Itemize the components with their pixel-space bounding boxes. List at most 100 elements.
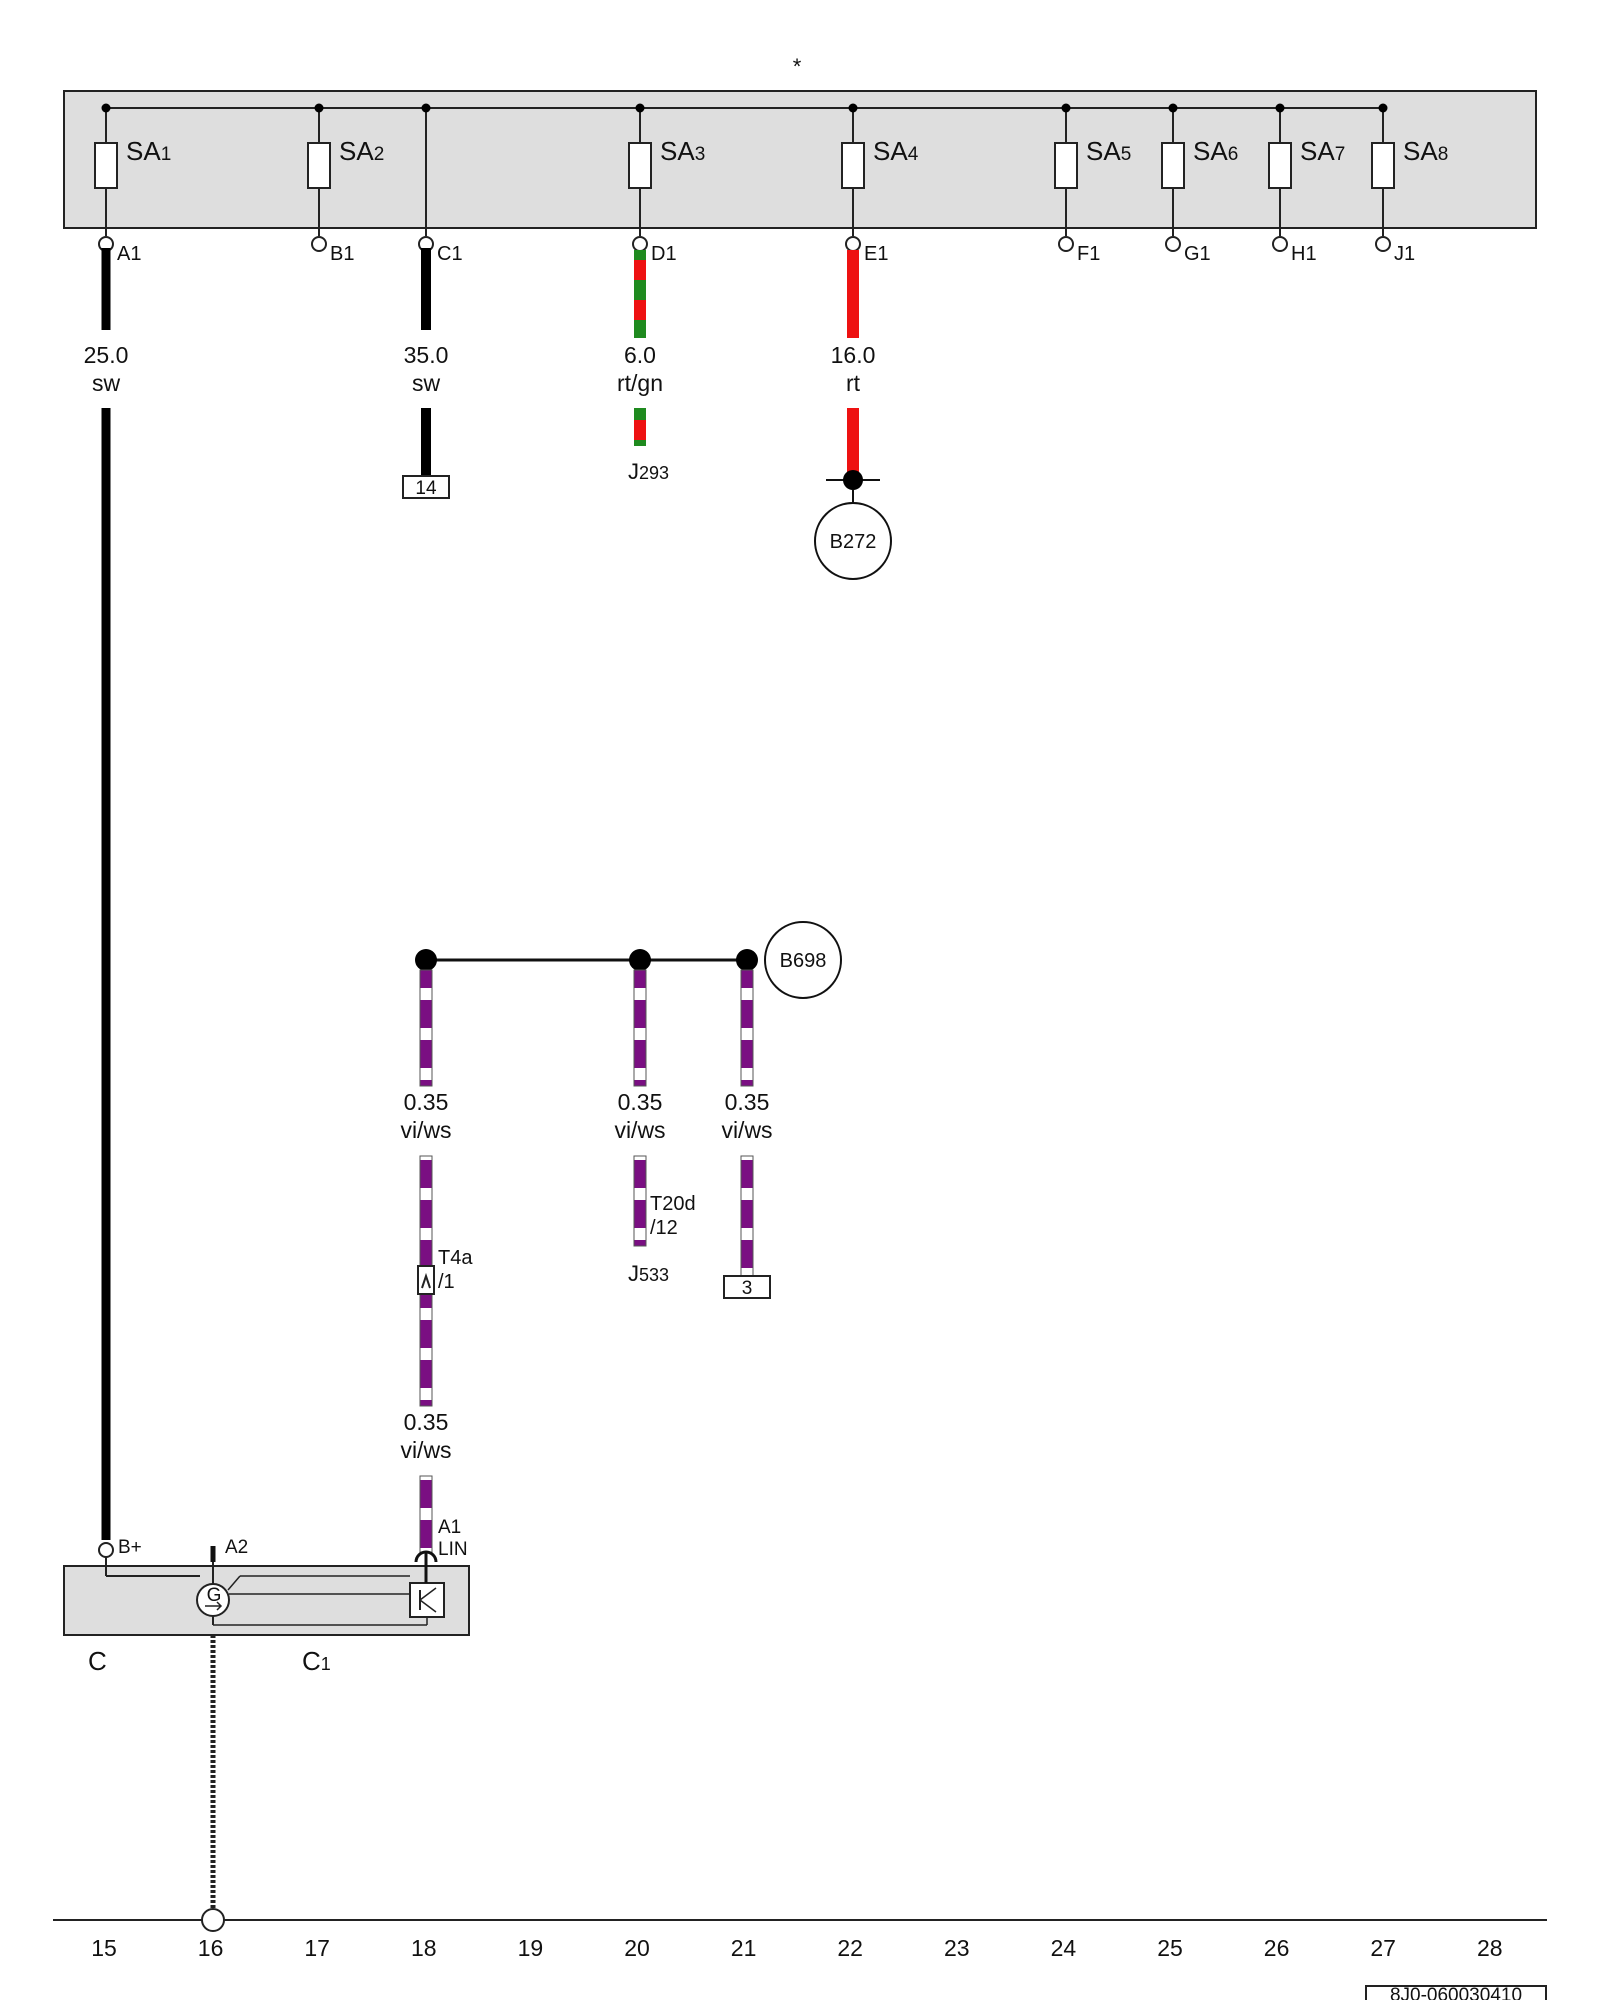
- component-c1: C1: [302, 1646, 331, 1676]
- grid-number: 24: [1051, 1935, 1077, 1961]
- splice-b698-label: B698: [780, 950, 827, 972]
- wire-a1-size: 25.0: [84, 342, 129, 368]
- pin-terminal: [845, 236, 861, 252]
- grid-number: 18: [411, 1935, 437, 1961]
- fuse-label: SA7: [1300, 136, 1345, 166]
- fuse-symbol: [1054, 142, 1078, 189]
- grid-number: 22: [837, 1935, 863, 1961]
- fuse-label: SA3: [660, 136, 705, 166]
- pin-label: D1: [651, 243, 677, 265]
- pin-label: J1: [1394, 243, 1415, 265]
- pin-label: G1: [1184, 243, 1211, 265]
- pin-terminal: [1375, 236, 1391, 252]
- grid-number: 20: [624, 1935, 650, 1961]
- wire-c1-color: sw: [412, 370, 441, 396]
- asterisk-mark: *: [793, 54, 802, 79]
- component-j533: J533: [628, 1261, 669, 1286]
- fuse-symbol: [1268, 142, 1292, 189]
- pin-terminal: [632, 236, 648, 252]
- ref-box-3: [723, 1275, 771, 1299]
- wire-lin-left-bottom-color: vi/ws: [400, 1437, 451, 1463]
- pin-label: C1: [437, 243, 463, 265]
- alternator: B+ A2 G A1 LIN C C1: [63, 1517, 470, 1908]
- pin-label: B1: [330, 243, 354, 265]
- fuse-label: SA1: [126, 136, 171, 166]
- ref-box-14: [402, 475, 450, 499]
- splice-b272-dot: [843, 470, 863, 490]
- wire-lin-right-size: 0.35: [725, 1089, 770, 1115]
- fuse-label: SA6: [1193, 136, 1238, 166]
- wire-e1-color: rt: [846, 370, 861, 396]
- wire-lin-mid-color: vi/ws: [614, 1117, 665, 1143]
- grid-number: 15: [91, 1935, 117, 1961]
- lin-bus: B698 0.35 vi/ws T4a /1 0.35 vi/ws 0.35 v…: [400, 921, 842, 1553]
- bus-node: [848, 103, 858, 113]
- wire-lin-right-color: vi/ws: [721, 1117, 772, 1143]
- wire-a1: 25.0 sw: [84, 248, 129, 1540]
- wire-c1: 35.0 sw 14: [402, 248, 450, 499]
- fuse-symbol: [307, 142, 331, 189]
- grid-number: 25: [1157, 1935, 1183, 1961]
- bus-node: [314, 103, 324, 113]
- wire-d1: 6.0 rt/gn J293: [617, 250, 669, 484]
- grid-number: 28: [1477, 1935, 1503, 1961]
- grid-number: 27: [1370, 1935, 1396, 1961]
- splice-b698: [764, 921, 842, 999]
- wire-d1-color: rt/gn: [617, 370, 663, 396]
- bus-node: [421, 103, 431, 113]
- connector-t20d-12-line1: T20d: [650, 1193, 696, 1215]
- grid-number: 19: [518, 1935, 544, 1961]
- wire-e1-size: 16.0: [831, 342, 876, 368]
- bus-node: [1275, 103, 1285, 113]
- pin-a1-label: A1: [438, 1517, 461, 1538]
- doc-code: 8J0-060030410: [1390, 1985, 1522, 2000]
- fuse-symbol: [94, 142, 118, 189]
- pin-terminal: [1272, 236, 1288, 252]
- pin-lin-label: LIN: [438, 1539, 468, 1560]
- pin-label: H1: [1291, 243, 1317, 265]
- component-j293: J293: [628, 459, 669, 484]
- pin-terminal: [311, 236, 327, 252]
- wire-d1-size: 6.0: [624, 342, 656, 368]
- fuse-symbol: [628, 142, 652, 189]
- fuse-symbol: [841, 142, 865, 189]
- pin-terminal: [1165, 236, 1181, 252]
- grid-number: 17: [304, 1935, 330, 1961]
- wire-lin-mid-size: 0.35: [618, 1089, 663, 1115]
- wire-lin-left-top-size: 0.35: [404, 1089, 449, 1115]
- doc-code-box: 8J0-060030410: [1365, 1985, 1547, 2000]
- grid-number: 26: [1264, 1935, 1290, 1961]
- component-c: C: [88, 1646, 107, 1676]
- fuse-label: SA4: [873, 136, 919, 166]
- connector-t4a-1: [417, 1265, 435, 1295]
- fuse-symbol: [1161, 142, 1185, 189]
- wire-lin-left-bottom-size: 0.35: [404, 1409, 449, 1435]
- grid-number: 21: [731, 1935, 757, 1961]
- ref-box-3-label: 3: [742, 1278, 753, 1299]
- bus-node: [1061, 103, 1071, 113]
- wire-lin-left-top-color: vi/ws: [400, 1117, 451, 1143]
- bus-node: [635, 103, 645, 113]
- fuse-symbol: [1371, 142, 1395, 189]
- fuse-label: SA2: [339, 136, 384, 166]
- pin-label: E1: [864, 243, 888, 265]
- bus-node: [1168, 103, 1178, 113]
- pin-label: A1: [117, 243, 141, 265]
- wire-e1: 16.0 rt B272: [814, 250, 892, 580]
- bus-node: [1378, 103, 1388, 113]
- splice-b272: [814, 502, 892, 580]
- fuse-label: SA8: [1403, 136, 1448, 166]
- bus-node: [101, 103, 111, 113]
- connector-t4a-1-line2: /1: [438, 1271, 455, 1293]
- pin-a2-label: A2: [225, 1537, 248, 1558]
- regulator-symbol: [409, 1582, 445, 1618]
- fuse-label: SA5: [1086, 136, 1131, 166]
- pin-label: F1: [1077, 243, 1100, 265]
- connector-t4a-1-line1: T4a: [438, 1247, 473, 1269]
- grid-number: 16: [198, 1935, 224, 1961]
